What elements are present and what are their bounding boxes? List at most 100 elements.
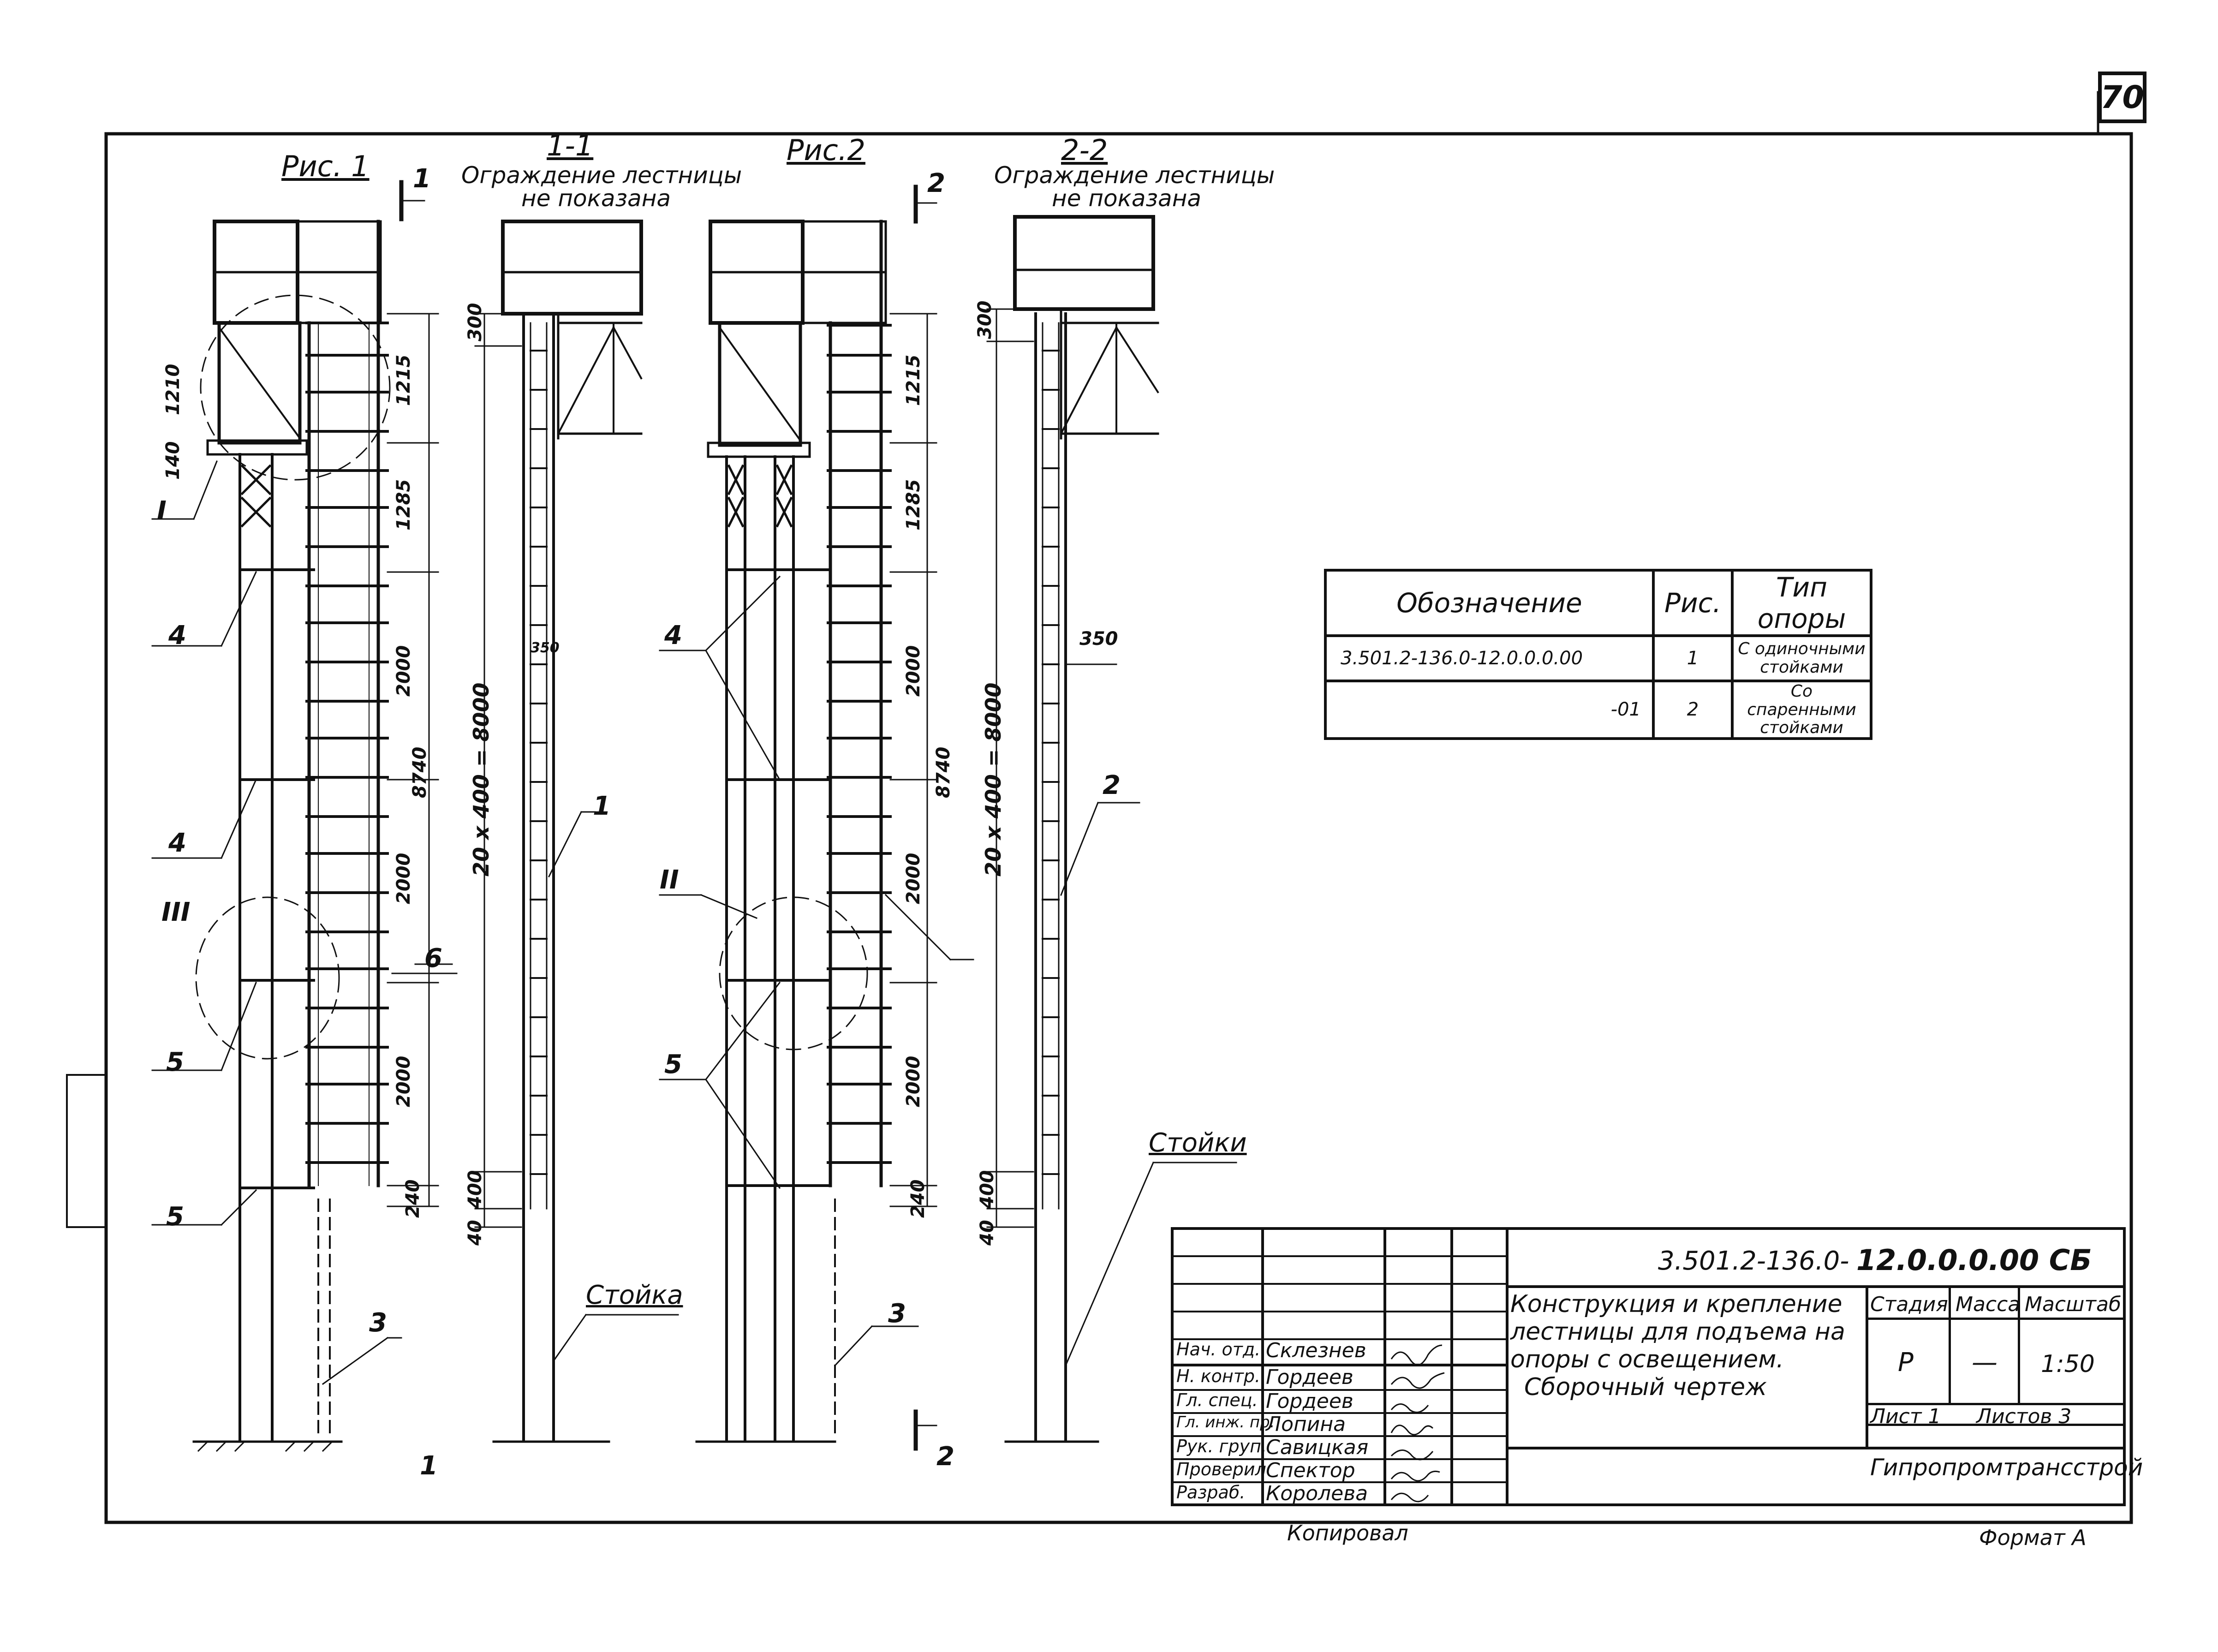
- organization: Гипропромтрансстрой: [1870, 1454, 2143, 1481]
- staff-name: Гордеев: [1266, 1366, 1353, 1389]
- spec-header-type: Тип опоры: [1731, 569, 1872, 637]
- sec22-dim-span: 20 x 400 = 8000: [981, 682, 1006, 877]
- fig2-callout-4: 4: [664, 620, 682, 650]
- fig1-dim-240: 240: [402, 1179, 423, 1218]
- fig2-dim-2000c: 2000: [903, 1056, 924, 1107]
- sheets-label: Листов 3: [1976, 1405, 2072, 1428]
- fig1-callout-3: 3: [369, 1308, 387, 1338]
- sec22-dim-300: 300: [974, 300, 996, 340]
- staff-name: Склезнев: [1266, 1339, 1366, 1362]
- stage-value: Р: [1898, 1348, 1914, 1378]
- spec-row-designation: -01: [1324, 680, 1655, 740]
- staff-role: Разраб.: [1176, 1482, 1246, 1503]
- sec11-dim-40: 40: [465, 1220, 486, 1246]
- fig1-dim-140: 140: [162, 441, 184, 480]
- fig1-dim-2000b: 2000: [393, 853, 414, 904]
- sec11-note-line1: Ограждение лестницы: [461, 162, 742, 189]
- spec-row-fig: 1: [1652, 634, 1734, 682]
- spec-row-type-line1: С одиночными: [1738, 639, 1866, 659]
- fig2-dim-8740: 8740: [933, 746, 954, 798]
- section-1-1-drawing: [474, 220, 679, 1443]
- mass-value: —: [1972, 1348, 1997, 1378]
- sheet-number: 70: [2100, 79, 2144, 116]
- sec11-dim-300: 300: [465, 303, 486, 342]
- fig1-drawing: [151, 180, 458, 1452]
- fig2-drawing: [659, 185, 974, 1451]
- spec-header-designation: Обозначение: [1324, 569, 1655, 637]
- spec-header-row: Обозначение Рис. Тип опоры: [1324, 569, 1872, 637]
- fig1-callout-6: 6: [424, 943, 442, 973]
- sec11-note-line2: не показана: [521, 185, 671, 212]
- sec11-title: 1-1: [547, 129, 594, 162]
- staff-role: Гл. инж. пр.: [1176, 1413, 1275, 1431]
- stage-label: Стадия: [1870, 1293, 1948, 1316]
- fig1-view-III: III: [161, 897, 191, 927]
- staff-role: Рук. груп.: [1176, 1436, 1267, 1456]
- staff-role: Гл. спец.: [1176, 1390, 1258, 1410]
- section-2-2-drawing: [986, 215, 1237, 1443]
- bottom-mark-2: 2: [936, 1442, 954, 1472]
- sheet-label: Лист 1: [1870, 1405, 1941, 1428]
- title-line: Конструкция и крепление: [1510, 1290, 1842, 1318]
- fig1-dim-8740: 8740: [409, 746, 430, 798]
- spec-row-type-line2: стойками: [1760, 718, 1843, 738]
- fig1-view-I: I: [157, 496, 167, 526]
- sec22-dim-40: 40: [977, 1220, 998, 1246]
- staff-name: Савицкая: [1266, 1436, 1369, 1459]
- staff-name: Королева: [1266, 1482, 1368, 1505]
- title-line: опоры с освещением.: [1510, 1346, 1784, 1373]
- sec11-dim-span: 20 x 400 = 8000: [469, 682, 494, 877]
- mass-label: Масса: [1956, 1293, 2021, 1316]
- fig2-title: Рис.2: [787, 133, 865, 167]
- fig2-dim-2000a: 2000: [903, 645, 924, 697]
- fig2-dim-1215: 1215: [903, 354, 924, 406]
- fig2-dim-1285: 1285: [903, 479, 924, 531]
- sec22-note-line2: не показана: [1052, 185, 1202, 212]
- staff-name: Лопина: [1266, 1413, 1346, 1436]
- spec-row: 3.501.2-136.0-12.0.0.0.00 1 С одиночными…: [1324, 634, 1872, 682]
- fig2-dim-240: 240: [907, 1179, 929, 1218]
- scale-value: 1:50: [2041, 1350, 2095, 1378]
- sec22-dim-350: 350: [1079, 628, 1118, 650]
- sec22-title: 2-2: [1061, 133, 1108, 167]
- copied-by: Копировал: [1287, 1521, 1408, 1545]
- sec22-note-line1: Ограждение лестницы: [994, 162, 1275, 189]
- doc-code: 3.501.2-136.0-: [1658, 1246, 1849, 1276]
- title-line: лестницы для подъема на: [1510, 1318, 1845, 1346]
- doc-suffix: 12.0.0.0.00 СБ: [1856, 1243, 2092, 1277]
- title-block: Нач. отд. Склезнев Н. контр. Гордеев Гл.…: [1171, 1227, 2143, 1506]
- fig1-callout-4b: 4: [168, 828, 186, 858]
- staff-name: Спектор: [1266, 1459, 1355, 1482]
- drawing-frame: [104, 132, 2133, 1524]
- spec-table: Обозначение Рис. Тип опоры 3.501.2-136.0…: [1324, 569, 1872, 740]
- title-line: Сборочный чертеж: [1524, 1373, 1767, 1401]
- format-label: Формат А: [1979, 1525, 2087, 1550]
- spec-row-type-line2: стойками: [1760, 658, 1843, 677]
- fig2-dim-2000b: 2000: [903, 853, 924, 904]
- fig1-dim-2000c: 2000: [393, 1056, 414, 1107]
- fig2-callout-3: 3: [888, 1299, 906, 1329]
- bottom-mark-1: 1: [420, 1451, 438, 1481]
- fig1-callout-5b: 5: [166, 1202, 184, 1232]
- fig1-callout-5a: 5: [166, 1047, 184, 1077]
- staff-role: Проверил: [1176, 1459, 1266, 1479]
- sec11-callout-1: 1: [593, 791, 611, 821]
- sec22-post-label: Стойки: [1149, 1128, 1247, 1158]
- signatures: [1390, 1344, 1445, 1503]
- fig1-title: Рис. 1: [281, 149, 370, 183]
- sec11-post-label: Стойка: [586, 1280, 683, 1310]
- sheet-number-box: 70: [2098, 72, 2146, 123]
- staff-role: Нач. отд.: [1176, 1339, 1261, 1360]
- fig2-view-II: II: [660, 865, 679, 895]
- fig1-dim-1210: 1210: [162, 364, 184, 415]
- staff-role: Н. контр.: [1176, 1366, 1261, 1386]
- sec22-dim-400: 400: [977, 1170, 998, 1209]
- spec-header-fig: Рис.: [1652, 569, 1734, 637]
- fig1-section-mark: 1: [413, 164, 431, 194]
- spec-row-fig: 2: [1652, 680, 1734, 740]
- spec-row-designation: 3.501.2-136.0-12.0.0.0.00: [1324, 634, 1655, 682]
- scale-label: Масштаб: [2025, 1293, 2122, 1316]
